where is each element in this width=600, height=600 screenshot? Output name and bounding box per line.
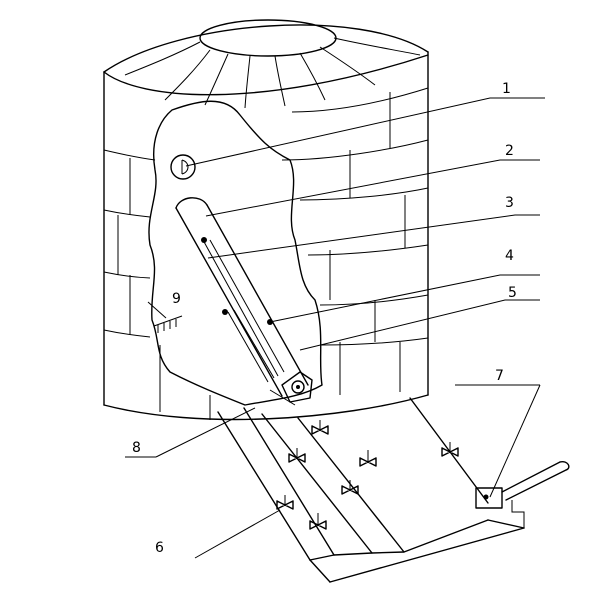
valves [276, 420, 459, 530]
valve-e [441, 442, 459, 457]
cutaway-outline [148, 100, 323, 406]
shell-courses [103, 87, 429, 420]
label-5: 5 [508, 285, 517, 301]
valve-b [288, 448, 306, 463]
pipe-point-top [201, 237, 207, 243]
valve-f [276, 495, 294, 510]
leader-lines [125, 97, 545, 559]
valve-g [309, 513, 327, 530]
valve-c [359, 450, 377, 467]
item-9-nozzle [147, 301, 183, 333]
inclined-pipe [175, 197, 313, 406]
pipe-skid [217, 397, 525, 583]
label-6: 6 [155, 540, 164, 556]
label-9: 9 [172, 291, 181, 307]
tank-roof-back [103, 24, 429, 73]
label-1: 1 [502, 81, 511, 97]
tank-shell [103, 24, 429, 421]
pipe-point-mid [222, 309, 228, 315]
valve-d [341, 480, 359, 495]
tank-roof-front [103, 54, 429, 96]
item-1-sensor [170, 154, 196, 180]
label-4: 4 [505, 248, 514, 264]
label-8: 8 [132, 440, 141, 456]
roof [124, 19, 421, 109]
tank-bottom [103, 394, 429, 421]
label-2: 2 [505, 143, 514, 159]
item-7-control-box [475, 460, 570, 509]
label-7: 7 [495, 368, 504, 384]
labels: 1 2 3 4 5 6 7 8 9 [132, 81, 517, 556]
label-3: 3 [505, 195, 514, 211]
valve-a [311, 420, 329, 435]
pipe-base-fitting [281, 371, 313, 403]
